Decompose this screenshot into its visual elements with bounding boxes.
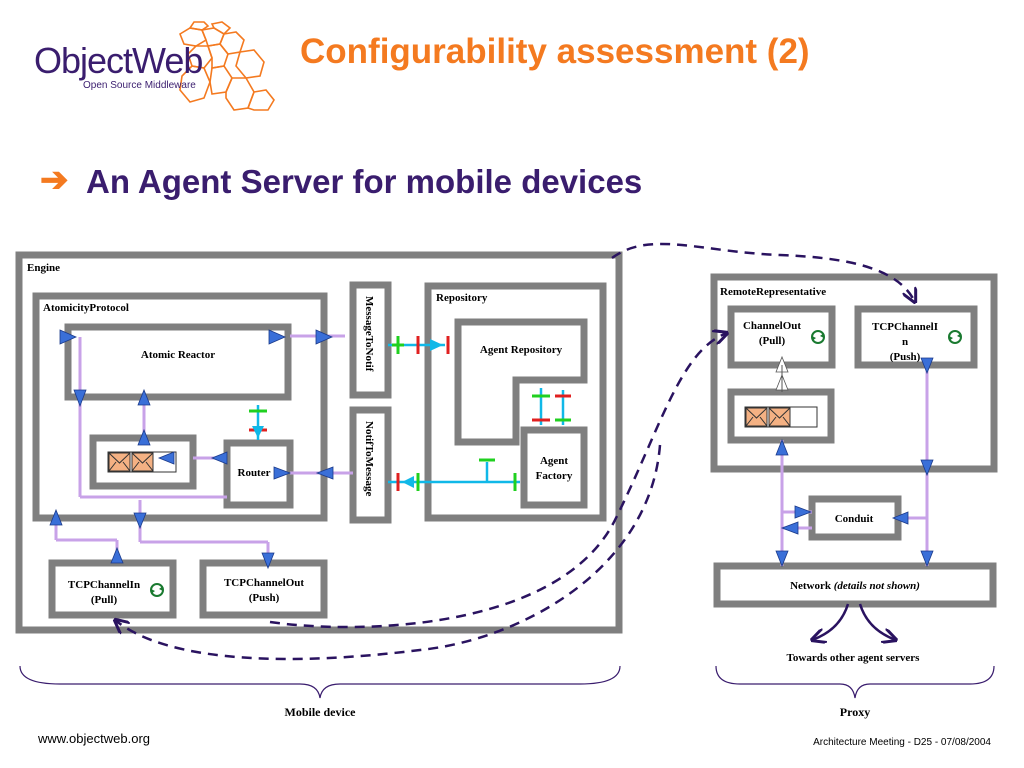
tcp-channel-in-label: (Pull) bbox=[91, 594, 118, 606]
tcp-channel-out-box bbox=[199, 559, 328, 619]
agent-repository-label: Agent Repository bbox=[480, 344, 563, 356]
arrow-right-icon: ➔ bbox=[40, 161, 69, 199]
agent-repository-box bbox=[454, 318, 588, 446]
proxy-tcp-channel-in-label: (Push) bbox=[890, 351, 921, 363]
cycle-icon bbox=[811, 330, 825, 344]
channel-out-label: (Pull) bbox=[759, 335, 786, 347]
atomicity-protocol-label: AtomicityProtocol bbox=[43, 302, 129, 314]
remote-representative-box bbox=[710, 273, 998, 473]
slide-subtitle: An Agent Server for mobile devices bbox=[86, 163, 643, 200]
tcp-channel-in-label: TCPChannelIn bbox=[68, 579, 140, 591]
logo-tagline: Open Source Middleware bbox=[83, 80, 196, 91]
atomic-reactor-box bbox=[64, 323, 292, 401]
atomicity-protocol-box bbox=[32, 292, 328, 522]
repository-label: Repository bbox=[436, 292, 488, 304]
tcp-channel-out-label: (Push) bbox=[249, 592, 280, 604]
tcp-channel-in-box bbox=[48, 559, 177, 619]
network-label: Network (details not shown) bbox=[790, 580, 920, 592]
cycle-icon bbox=[150, 583, 164, 597]
engine-label: Engine bbox=[27, 262, 60, 274]
repository-box bbox=[424, 282, 607, 522]
proxy-tcp-channel-in-label: n bbox=[902, 336, 908, 348]
slide-title: Configurability assessment (2) bbox=[300, 32, 810, 71]
agent-factory-label: Agent bbox=[540, 455, 568, 467]
towards-label: Towards other agent servers bbox=[787, 652, 921, 664]
channel-out-label: ChannelOut bbox=[743, 320, 801, 332]
notif-to-message-box bbox=[349, 406, 392, 524]
dashed-link-engine-to-proxy bbox=[611, 242, 915, 302]
logo-name: ObjectWeb bbox=[34, 40, 203, 81]
tcp-channel-out-label: TCPChannelOut bbox=[224, 577, 304, 589]
proxy-label: Proxy bbox=[840, 705, 870, 719]
flow-lines bbox=[54, 334, 353, 563]
proxy-brace bbox=[715, 665, 995, 699]
remote-representative-label: RemoteRepresentative bbox=[720, 286, 826, 298]
conduit-label: Conduit bbox=[835, 513, 874, 525]
message-to-notif-box bbox=[349, 281, 392, 399]
mobile-device-label: Mobile device bbox=[285, 705, 357, 719]
proxy-tcp-channel-in-label: TCPChannelI bbox=[872, 321, 938, 333]
logo-wordmark: ObjectWeb bbox=[34, 40, 203, 82]
message-to-notif-label: MessageToNotif bbox=[363, 296, 375, 372]
logo-hexagon-graphic bbox=[179, 21, 275, 111]
footer-meeting: Architecture Meeting - D25 - 07/08/2004 bbox=[813, 737, 991, 748]
agent-factory-label: Factory bbox=[536, 470, 573, 482]
engine-box bbox=[15, 251, 623, 634]
bindings bbox=[249, 336, 571, 491]
cycle-icon bbox=[948, 330, 962, 344]
atomic-reactor-label: Atomic Reactor bbox=[141, 349, 215, 361]
notif-to-message-label: NotifToMessage bbox=[363, 421, 375, 496]
mobile-device-brace bbox=[19, 665, 621, 699]
footer-url[interactable]: www.objectweb.org bbox=[38, 731, 150, 746]
network-box bbox=[713, 562, 997, 608]
agent-factory-box bbox=[520, 426, 588, 509]
proxy-tcp-channel-in-box bbox=[854, 305, 978, 369]
router-label: Router bbox=[238, 467, 271, 479]
dashed-link-proxy-to-in bbox=[115, 444, 662, 661]
